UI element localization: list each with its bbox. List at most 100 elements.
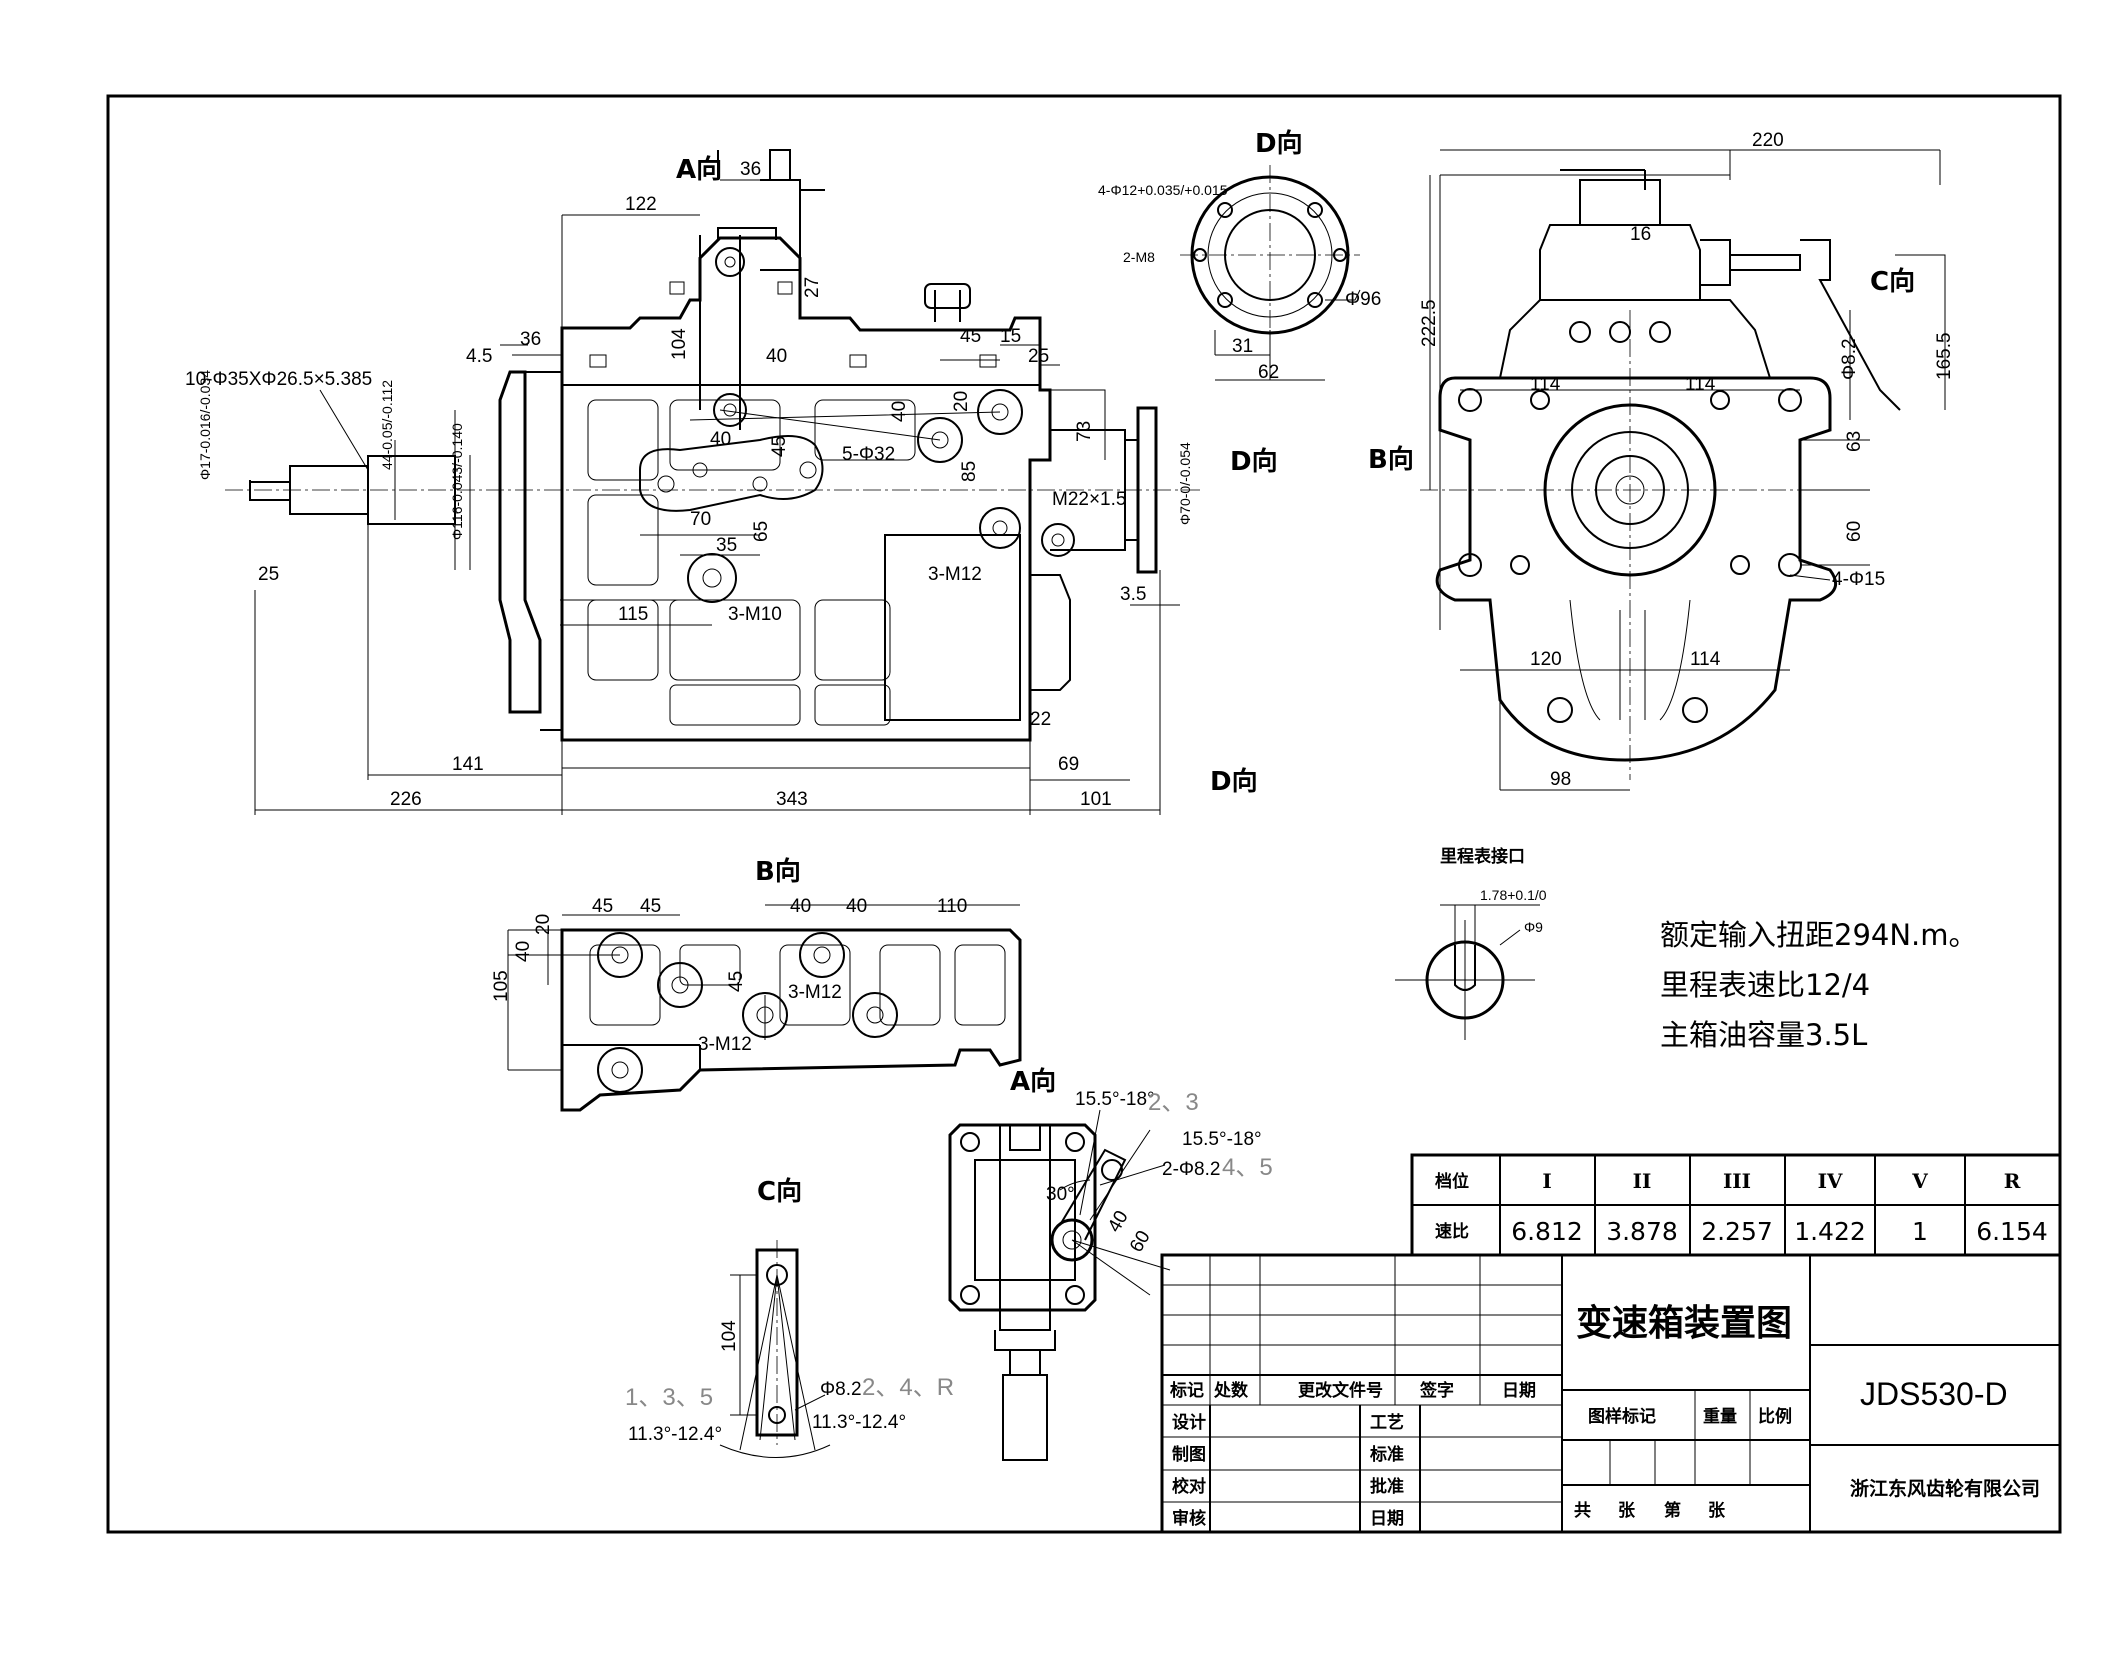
dim-5phi32: 5-Φ32 [842,444,895,465]
side-16: 16 [1630,224,1651,245]
attr-mark: 图样标记 [1588,1406,1656,1427]
drawing-title: 变速箱装置图 [1576,1302,1792,1344]
b-110: 110 [937,896,967,917]
odometer-phi9: Φ9 [1524,919,1543,935]
c-phi8-2: Φ8.2 [820,1379,862,1400]
label-approve: 批准 [1370,1476,1404,1497]
a-60: 60 [1126,1227,1155,1256]
rev-header-date: 日期 [1502,1381,1536,1401]
a-ang2: 15.5°-18° [1182,1129,1262,1150]
odometer-title: 里程表接口 [1440,846,1525,867]
dim-spline: 10-Φ35XΦ26.5×5.385 [185,369,372,390]
rev-header-count: 处数 [1213,1380,1249,1401]
dim-35: 35 [716,535,737,556]
b-20: 20 [533,914,554,935]
sheet-border [106,94,2062,1534]
side-c-label: C向 [1870,266,1915,297]
dim-m22: M22×1.5 [1052,489,1126,510]
dim-104: 104 [669,328,690,360]
side-phi8-2: Φ8.2 [1839,338,1860,380]
gear-label-0: I [1542,1169,1551,1193]
label-design: 设计 [1172,1412,1206,1433]
gear-ratio-4: 1 [1912,1217,1928,1246]
gear-label-3: IV [1818,1169,1843,1193]
front-view: A向 D向 D向 122 36 27 104 36 4.5 40 40 45 1… [185,149,1278,815]
dim-phi70: Φ70-0/-0.054 [1177,442,1193,525]
dim-36-left: 36 [520,329,541,350]
label-process: 工艺 [1370,1412,1404,1433]
b-40-v: 40 [513,941,534,962]
b-40-b: 40 [846,896,867,917]
label-date: 日期 [1370,1509,1404,1529]
note-odometer-ratio: 里程表速比12/4 [1660,968,1870,1002]
dim-65: 65 [751,521,772,542]
a-gear45: 4、5 [1222,1154,1273,1181]
ratio-table: 档位 速比 I6.812II3.878III2.257IV1.422V1R6.1… [1410,1153,2062,1257]
side-114-a: 114 [1530,374,1561,395]
dim-25-right: 25 [1028,346,1049,367]
d-31: 31 [1232,336,1253,357]
label-checked: 校对 [1172,1476,1206,1497]
side-63: 63 [1844,431,1865,452]
attr-weight: 重量 [1703,1406,1737,1427]
dim-15: 15 [1000,326,1021,347]
c-view-title: C向 [757,1176,802,1207]
d-phi96: Φ96 [1345,289,1381,310]
d-62: 62 [1258,362,1279,383]
rev-header-mark: 标记 [1170,1380,1204,1401]
b-105: 105 [491,970,512,1002]
gear-label-2: III [1723,1169,1751,1193]
dim-4-5: 4.5 [466,346,492,367]
dim-343: 343 [776,789,808,810]
dim-69: 69 [1058,754,1079,775]
dim-45: 45 [960,326,981,347]
dim-22: 22 [1030,709,1051,730]
dim-45-b: 45 [769,436,790,457]
d-view: D向 4-Φ12+0.035/+0.015 2-M8 Φ96 31 62 [1098,128,1381,383]
gear-label-4: V [1911,1169,1928,1193]
label-review: 审核 [1172,1508,1206,1529]
odometer-width: 1.78+0.1/0 [1480,887,1547,903]
gear-ratio-1: 3.878 [1606,1217,1678,1246]
dim-44: 44-0.05/-0.112 [379,380,395,470]
side-view: B向 C向 220 222.5 16 [1368,130,1955,791]
side-98: 98 [1550,769,1571,790]
dim-27: 27 [802,277,823,298]
gear-ratio-2: 2.257 [1701,1217,1773,1246]
odometer-view: 里程表接口 1.78+0.1/0 Φ9 [1395,846,1547,1040]
sheet-unit-1: 张 [1618,1501,1636,1521]
c-ang-right: 11.3°-12.4° [812,1412,906,1433]
side-4phi15: 4-Φ15 [1832,569,1885,590]
b-40-a: 40 [790,896,811,917]
dim-40-a: 40 [766,346,787,367]
sheet-unit-2: 张 [1708,1501,1726,1521]
front-d-label-bottom: D向 [1210,766,1258,797]
gear-ratio-3: 1.422 [1794,1217,1866,1246]
ratio-row-label-gear: 档位 [1435,1171,1469,1192]
b-45-v: 45 [726,971,747,992]
dim-122: 122 [625,194,657,215]
b-3m12-b: 3-M12 [698,1034,752,1055]
dim-phi17: Φ17-0.016/-0.034 [197,370,213,480]
dim-85: 85 [959,461,980,482]
svg-text:A向: A向 [676,154,722,185]
a-view-title: A向 [1010,1066,1056,1097]
c-gear24r: 2、4、R [862,1374,954,1401]
dim-36-top: 36 [740,159,761,180]
d-m8: 2-M8 [1123,249,1155,265]
company-name: 浙江东风齿轮有限公司 [1850,1477,2040,1500]
dim-phi116: Φ116-0.043/-0.140 [449,423,465,540]
gear-ratio-5: 6.154 [1976,1217,2048,1246]
front-d-label-right: D向 [1230,446,1278,477]
rev-header-sign: 签字 [1419,1380,1454,1401]
side-b-label: B向 [1368,444,1414,475]
drawing-number: JDS530-D [1860,1376,2008,1412]
dim-141: 141 [452,754,484,775]
b-view-title: B向 [755,856,801,887]
sheet-total: 共 [1574,1501,1591,1521]
dim-115: 115 [618,604,648,625]
c-gear135: 1、3、5 [625,1384,713,1411]
side-114-c: 114 [1690,649,1721,670]
dim-25-left: 25 [258,564,279,585]
